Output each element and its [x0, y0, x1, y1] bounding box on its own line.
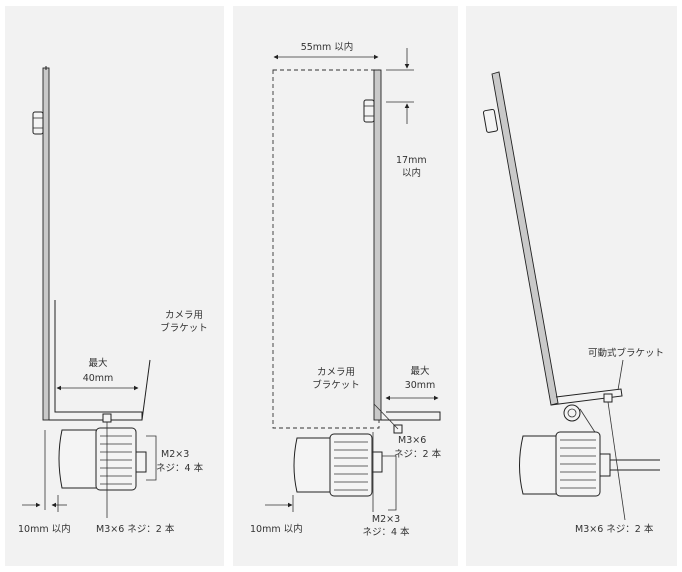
offset-label: 10mm 以内	[18, 523, 71, 535]
max-label: 最大	[410, 365, 430, 377]
m3-screw-label: M3×6	[398, 435, 426, 446]
m3-screw-label: M3×6 ネジ：2 本	[96, 523, 175, 535]
bolt-icon	[32, 111, 44, 135]
offset-label: 10mm 以内	[250, 523, 303, 535]
panel3-drawing: 可動式ブラケット M3×6 ネジ：2 本	[482, 71, 664, 535]
movable-bracket	[550, 388, 623, 406]
panel1-drawing: カメラ用 ブラケット 最大 40mm M2×3 ネジ：4 本 10mm 以内 M…	[18, 66, 208, 535]
panel2-drawing: 55mm 以内 17mm 以内 カメラ用 ブラケット 最大 30mm M3×6 …	[250, 41, 442, 538]
m3-screw-count: ネジ：2 本	[394, 448, 442, 460]
camera-icon	[58, 427, 147, 491]
height-label-line2: 以内	[402, 167, 421, 179]
width-label: 55mm 以内	[301, 41, 354, 53]
movable-bracket-label: 可動式ブラケット	[588, 347, 664, 359]
camera-icon	[293, 433, 383, 497]
hinge-icon	[563, 404, 581, 422]
mounting-plate	[491, 71, 559, 406]
bolt-icon	[482, 108, 499, 133]
max-label: 最大	[88, 357, 108, 369]
m2-screw-count: ネジ：4 本	[156, 462, 204, 474]
m3-screw-label: M3×6 ネジ：2 本	[575, 523, 654, 535]
clearance-envelope	[272, 69, 380, 429]
bracket-label: カメラ用	[165, 310, 203, 321]
camera-icon	[519, 431, 660, 497]
camera-bracket	[381, 411, 441, 421]
bracket-label-line2: ブラケット	[160, 322, 208, 334]
bracket-label: カメラ用	[317, 367, 355, 378]
bracket-label-line2: ブラケット	[312, 379, 360, 391]
bolt-icon	[363, 99, 375, 123]
mounting-plate	[42, 67, 50, 421]
mounting-plate	[373, 69, 382, 421]
max-value: 40mm	[83, 373, 114, 384]
screw-icon	[603, 393, 613, 403]
max-value: 30mm	[405, 380, 436, 391]
m2-screw-count: ネジ：4 本	[362, 526, 410, 538]
height-label: 17mm	[396, 155, 427, 166]
m2-screw-label: M2×3	[161, 449, 189, 460]
screw-icon	[102, 413, 112, 423]
m2-screw-label: M2×3	[372, 514, 400, 525]
